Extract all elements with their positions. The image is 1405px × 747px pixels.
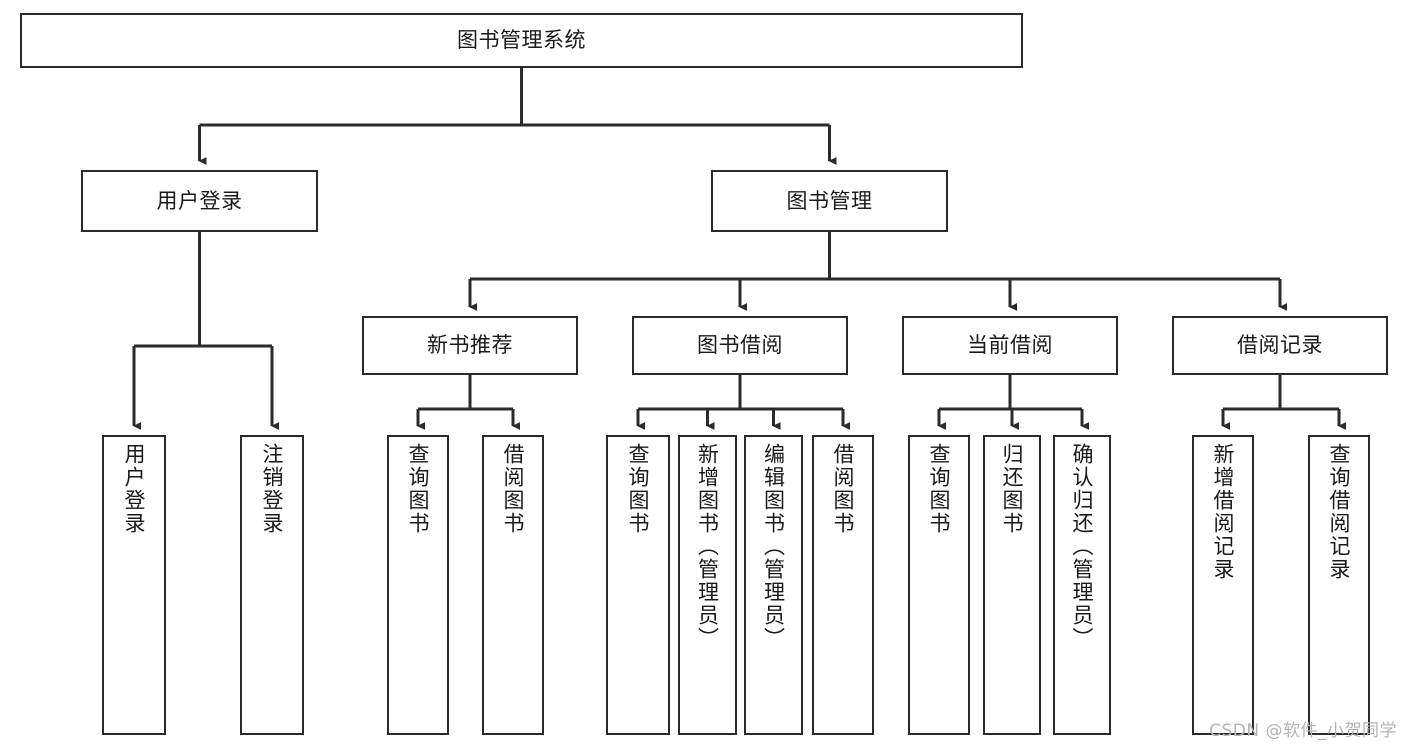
node-label-current: 当前借阅 [967,333,1053,358]
node-label-login: 用户登录 [156,188,243,213]
node-label-b-query: 查询图书 [626,443,651,535]
node-b-query[interactable]: 查询图书 [606,435,670,735]
node-label-c-return: 归还图书 [1000,443,1025,535]
node-records[interactable]: 借阅记录 [1172,316,1388,375]
node-b-lend[interactable]: 借阅图书 [812,435,874,735]
node-label-bookmgmt: 图书管理 [786,188,873,213]
node-newbook[interactable]: 新书推荐 [362,316,578,375]
node-l-logout[interactable]: 注销登录 [240,435,304,735]
node-label-records: 借阅记录 [1237,333,1323,358]
node-label-b-add: 新增图书（管理员） [695,443,720,650]
node-b-add[interactable]: 新增图书（管理员） [678,435,737,735]
node-n-borrow[interactable]: 借阅图书 [482,435,544,735]
node-borrow[interactable]: 图书借阅 [632,316,848,375]
node-b-edit[interactable]: 编辑图书（管理员） [744,435,803,735]
node-current[interactable]: 当前借阅 [902,316,1118,375]
node-c-query[interactable]: 查询图书 [908,435,970,735]
node-login[interactable]: 用户登录 [81,170,318,232]
node-label-b-lend: 借阅图书 [831,443,856,535]
node-n-query[interactable]: 查询图书 [387,435,449,735]
node-l-login[interactable]: 用户登录 [102,435,166,735]
node-r-add[interactable]: 新增借阅记录 [1192,435,1254,735]
node-label-newbook: 新书推荐 [427,333,513,358]
node-label-n-query: 查询图书 [406,443,431,535]
node-label-l-logout: 注销登录 [260,443,285,535]
node-label-r-query: 查询借阅记录 [1327,443,1352,581]
node-label-r-add: 新增借阅记录 [1211,443,1236,581]
node-bookmgmt[interactable]: 图书管理 [711,170,948,232]
node-c-return[interactable]: 归还图书 [983,435,1041,735]
node-c-confirm[interactable]: 确认归还（管理员） [1053,435,1111,735]
node-r-query[interactable]: 查询借阅记录 [1308,435,1370,735]
node-label-c-confirm: 确认归还（管理员） [1070,443,1095,650]
node-label-c-query: 查询图书 [927,443,952,535]
node-label-b-edit: 编辑图书（管理员） [761,443,786,650]
node-root[interactable]: 图书管理系统 [20,13,1023,68]
node-label-n-borrow: 借阅图书 [501,443,526,535]
node-label-borrow: 图书借阅 [697,333,783,358]
node-label-l-login: 用户登录 [122,443,147,535]
node-label-root: 图书管理系统 [457,28,586,53]
